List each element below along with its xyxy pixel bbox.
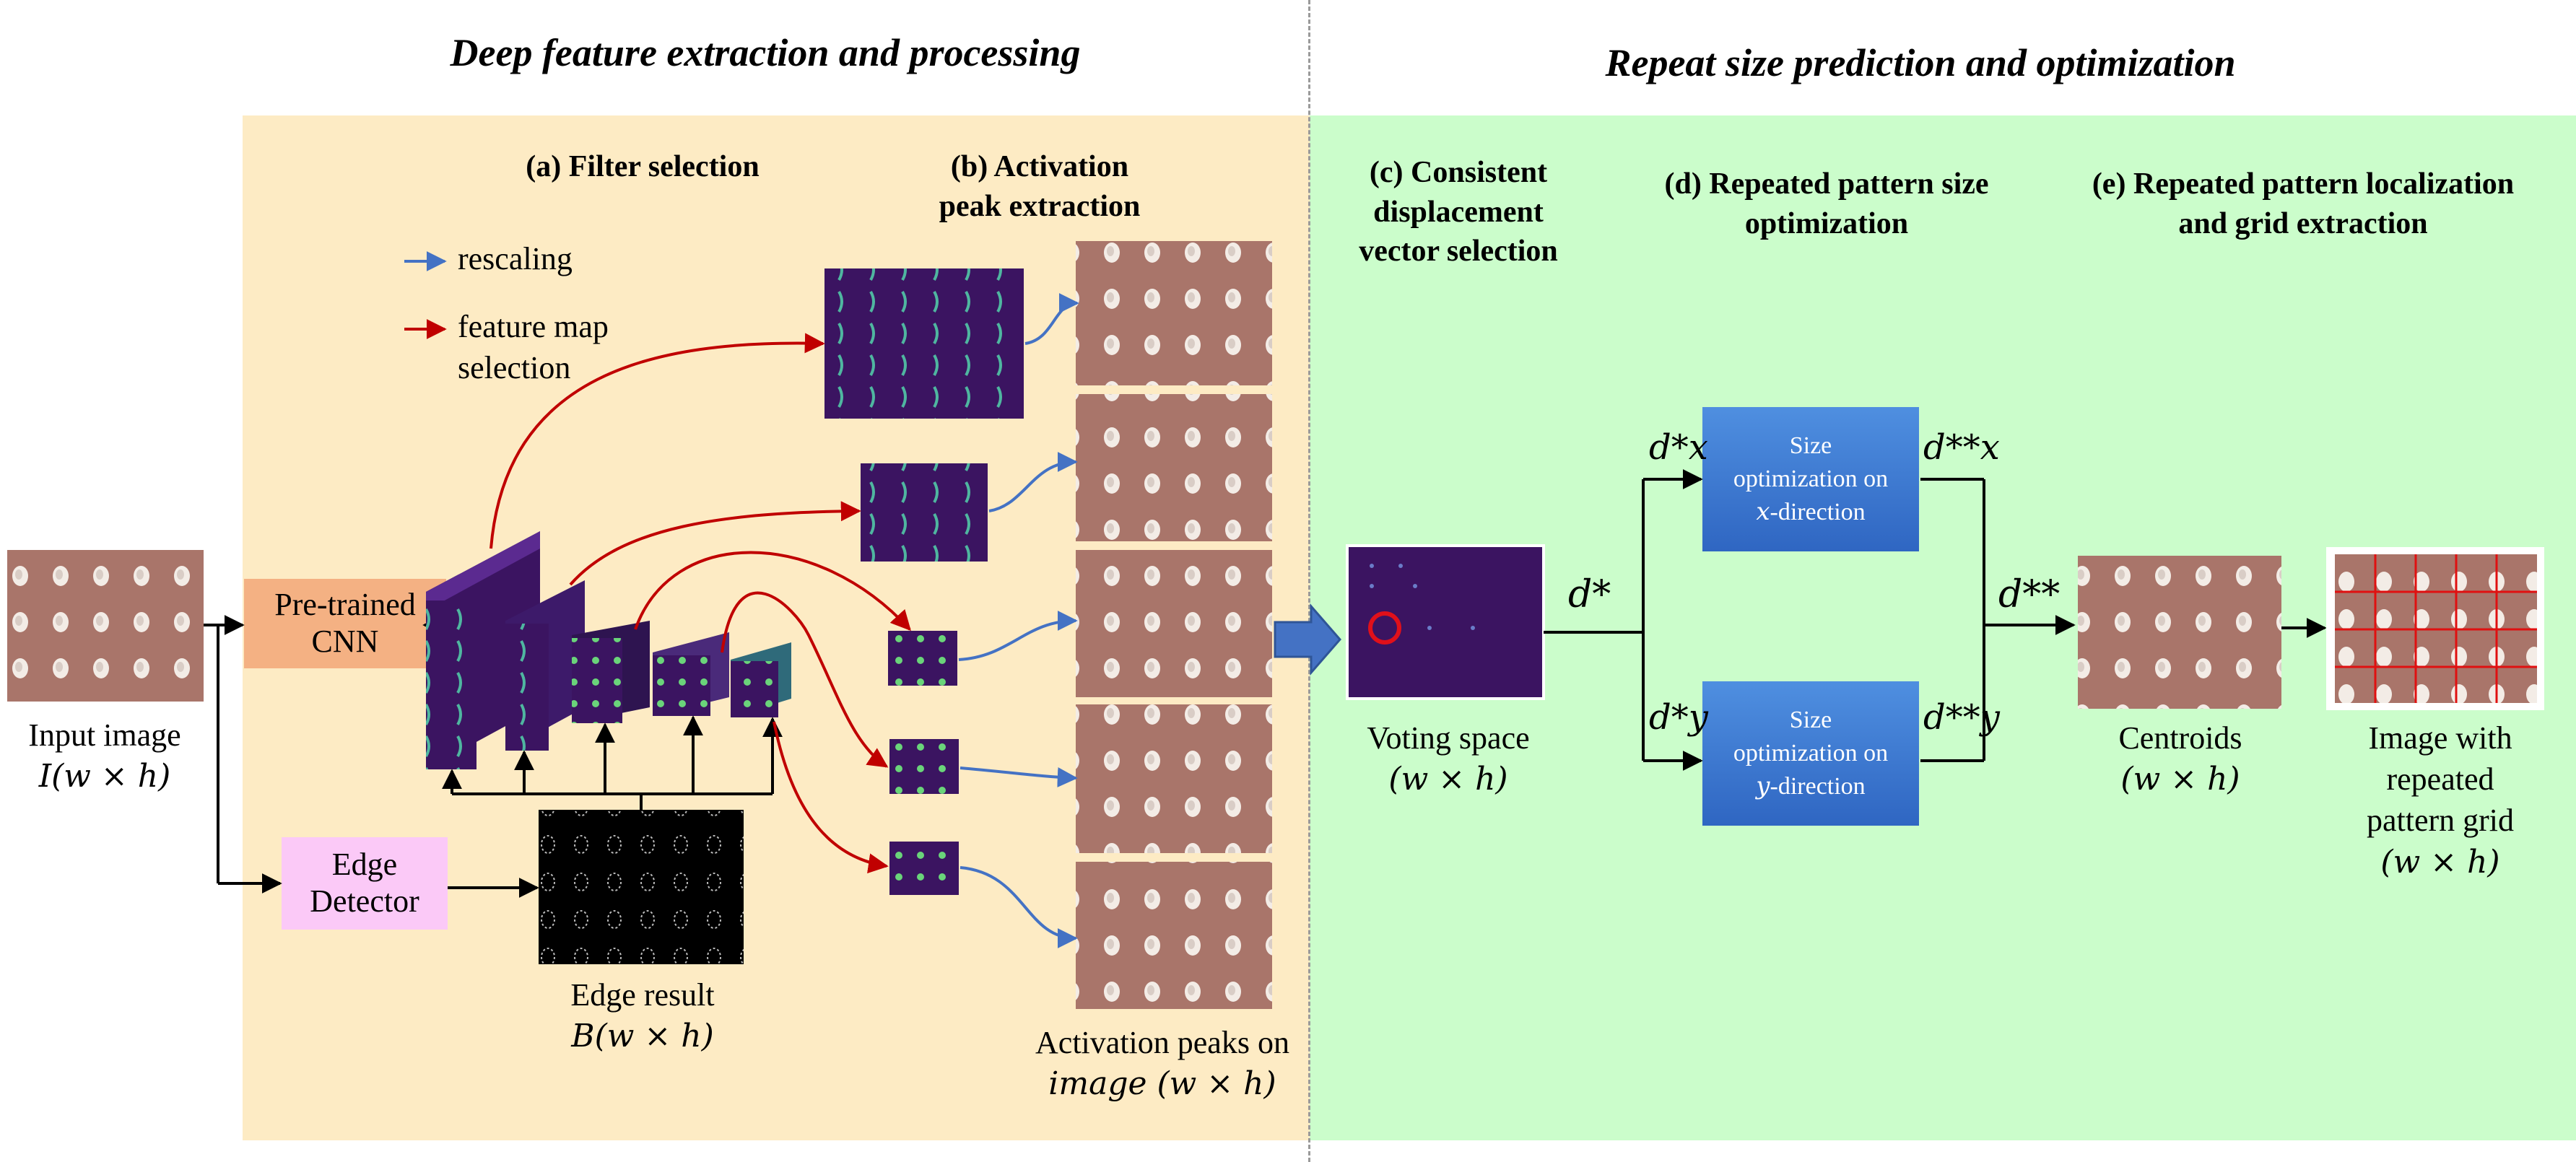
step-b-line2: peak extraction	[939, 189, 1141, 223]
voting-space-thumbnail	[1346, 544, 1545, 700]
legend-feature-line2: selection	[458, 350, 571, 386]
edge-result-caption: Edge result B(w × h)	[527, 974, 758, 1057]
right-section-header: Repeat size prediction and optimization	[1605, 41, 2236, 84]
opt-x-var: x	[1756, 497, 1770, 526]
opt-y-suffix: -direction	[1770, 772, 1866, 800]
selected-feature-maps	[824, 268, 1024, 895]
dx-2star-label: d**x	[1923, 427, 2000, 468]
act-caption-line2: image (w × h)	[1048, 1065, 1276, 1103]
opt-y-line3: y-direction	[1733, 770, 1888, 803]
edge-box-line2: Detector	[310, 883, 419, 919]
step-d-title: (d) Repeated pattern size optimization	[1617, 165, 2036, 243]
voting-caption-line1: Voting space	[1367, 720, 1530, 756]
step-e-line1: (e) Repeated pattern localization	[2092, 167, 2515, 201]
activation-peak-images	[1076, 241, 1272, 1009]
opt-y-var: y	[1756, 771, 1770, 800]
input-image-caption: Input image I(w × h)	[0, 715, 209, 797]
edge-box-line1: Edge	[331, 847, 398, 883]
edge-caption-line2: B(w × h)	[571, 1018, 714, 1055]
step-b-title: (b) Activation peak extraction	[910, 147, 1170, 226]
cnn-line1: Pre-trained	[274, 587, 416, 623]
grid-caption-line3: pattern grid	[2366, 803, 2515, 839]
centroids-caption-line1: Centroids	[2118, 720, 2242, 756]
step-d-line2: optimization	[1744, 206, 1909, 240]
legend-feature-label: feature map selection	[458, 306, 609, 388]
dy-star-label: d*y	[1649, 697, 1708, 738]
left-section-header: Deep feature extraction and processing	[450, 31, 1081, 74]
d-star-label: d*	[1568, 573, 1611, 616]
grid-caption-line1: Image with	[2368, 720, 2512, 756]
cnn-line2: CNN	[311, 624, 379, 659]
step-c-line3: vector selection	[1359, 235, 1558, 268]
section-divider	[1308, 0, 1310, 1162]
legend-rescaling-label: rescaling	[458, 241, 573, 276]
pattern-grid-caption: Image with repeated pattern grid (w × h)	[2318, 717, 2563, 883]
act-caption-line1: Activation peaks on	[1035, 1025, 1289, 1060]
voting-space-caption: Voting space (w × h)	[1333, 717, 1564, 800]
activation-peaks-caption: Activation peaks on image (w × h)	[1011, 1022, 1314, 1104]
opt-x-line1: Size	[1789, 432, 1832, 460]
step-d-line1: (d) Repeated pattern size	[1664, 167, 1989, 201]
dy-2star-label: d**y	[1923, 697, 2000, 738]
step-c-title: (c) Consistent displacement vector selec…	[1328, 153, 1588, 271]
edge-caption-line1: Edge result	[570, 977, 715, 1013]
block-arrow	[1274, 603, 1341, 676]
centroids-caption-line2: (w × h)	[2120, 761, 2240, 798]
d-2star-label: d**	[1998, 573, 2061, 616]
edge-result-thumbnail	[539, 810, 744, 964]
grid-caption-line4: (w × h)	[2380, 843, 2500, 881]
voting-caption-line2: (w × h)	[1388, 761, 1508, 798]
step-e-line2: and grid extraction	[2178, 206, 2428, 240]
x-size-optimization-box: Size optimization on x-direction	[1702, 407, 1919, 551]
y-size-optimization-box: Size optimization on y-direction	[1702, 681, 1919, 826]
opt-x-line3: x-direction	[1733, 496, 1888, 529]
grid-caption-line2: repeated	[2386, 761, 2494, 798]
opt-y-line1: Size	[1789, 707, 1832, 734]
opt-x-suffix: -direction	[1770, 498, 1866, 525]
input-caption-line1: Input image	[28, 717, 181, 753]
voting-peak-circle	[1368, 611, 1401, 645]
dx-star-label: d*x	[1649, 427, 1708, 468]
opt-y-line2: optimization on	[1733, 740, 1889, 767]
step-c-line1: (c) Consistent	[1369, 156, 1548, 189]
legend-feature-line1: feature map	[458, 309, 609, 344]
input-caption-line2: I(w × h)	[38, 758, 171, 795]
centroids-caption: Centroids (w × h)	[2072, 717, 2289, 800]
step-e-title: (e) Repeated pattern localization and gr…	[2043, 165, 2563, 243]
step-c-line2: displacement	[1373, 195, 1544, 229]
opt-x-line2: optimization on	[1733, 466, 1889, 493]
input-image-thumbnail	[7, 550, 204, 702]
centroids-thumbnail	[2078, 556, 2281, 709]
cnn-feature-layers	[426, 531, 791, 769]
step-b-line1: (b) Activation	[950, 150, 1129, 183]
step-a-title: (a) Filter selection	[526, 150, 760, 183]
